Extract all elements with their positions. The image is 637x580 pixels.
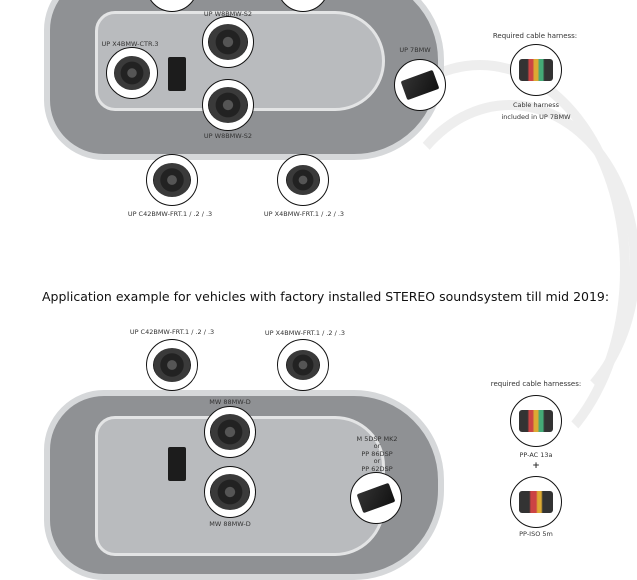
label-amplifier: UP 7BMW [399, 46, 431, 54]
harness-heading: required cable harnesses: [490, 380, 582, 388]
background-swirl [380, 100, 637, 430]
front-component-speaker-image [146, 154, 198, 206]
harness-caption: included in UP 7BMW [501, 113, 571, 121]
section-heading: Application example for vehicles with fa… [42, 289, 610, 304]
cable-harness-image [510, 44, 562, 96]
center-speaker-grille [168, 57, 186, 91]
label-dsp: PP 62DSP [361, 465, 393, 473]
label-front-coax: UP X4BMW-FRT.1 / .2 / .3 [264, 329, 346, 337]
label-woofer-top: UP W8BMW-S2 [203, 10, 253, 18]
woofer-image [202, 79, 254, 131]
label-front-component: UP C42BMW-FRT.1 / .2 / .3 [127, 210, 213, 218]
harness-heading: Required cable harness: [492, 32, 578, 40]
label-front-component: UP C42BMW-FRT.1 / .2 / .3 [129, 328, 215, 336]
label-woofer-bottom: UP W8BMW-S2 [203, 132, 253, 140]
cable-harness-image [510, 395, 562, 447]
label-center-speaker: UP X4BMW-CTR.3 [101, 40, 159, 48]
front-component-speaker-image [146, 339, 198, 391]
front-coax-speaker-image [277, 339, 329, 391]
amplifier-image [394, 59, 446, 111]
harness-caption: Cable harness [512, 101, 560, 109]
center-speaker-grille [168, 447, 186, 481]
cable-harness-image [510, 476, 562, 528]
label-dsp: PP 86DSP [361, 450, 393, 458]
center-speaker-image [106, 47, 158, 99]
woofer-image [204, 406, 256, 458]
label-woofer-top: MW 88MW-D [209, 398, 251, 406]
woofer-image [202, 16, 254, 68]
woofer-image [204, 466, 256, 518]
label-front-coax: UP X4BMW-FRT.1 / .2 / .3 [263, 210, 345, 218]
label-woofer-bottom: MW 88MW-D [209, 520, 251, 528]
label-dsp-or: or [373, 442, 381, 450]
harness-item: PP-ISO 5m [519, 530, 553, 538]
label-dsp-or: or [373, 457, 381, 465]
plus-sign: + [532, 461, 540, 471]
dsp-amplifier-image [350, 472, 402, 524]
front-coax-speaker-image [277, 154, 329, 206]
label-dsp: M 5DSP MK2 [356, 435, 398, 443]
harness-item: PP-AC 13a [519, 451, 553, 459]
